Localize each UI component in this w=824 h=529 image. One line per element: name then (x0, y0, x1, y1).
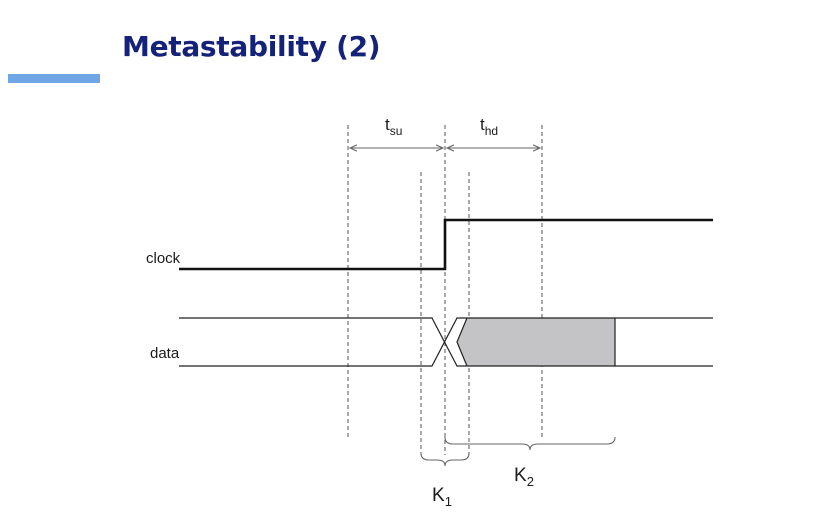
k1-brace (420, 452, 470, 467)
data-waveform-low (179, 317, 467, 367)
clock-waveform (179, 218, 713, 271)
hold-time-label: thd (480, 115, 498, 138)
data-waveform (179, 317, 713, 367)
title-accent-bar (8, 74, 100, 83)
setup-time-label: tsu (385, 115, 402, 138)
slide-title: Metastability (2) (122, 30, 381, 63)
k1-label: K1 (432, 485, 452, 509)
data-waveform-high (179, 317, 467, 367)
clock-signal-label: clock (146, 250, 181, 267)
k2-brace (444, 436, 616, 451)
k2-label: K2 (514, 465, 534, 489)
data-unstable-region (456, 317, 616, 367)
data-signal-label: data (150, 345, 180, 362)
guide-lines (347, 125, 543, 455)
